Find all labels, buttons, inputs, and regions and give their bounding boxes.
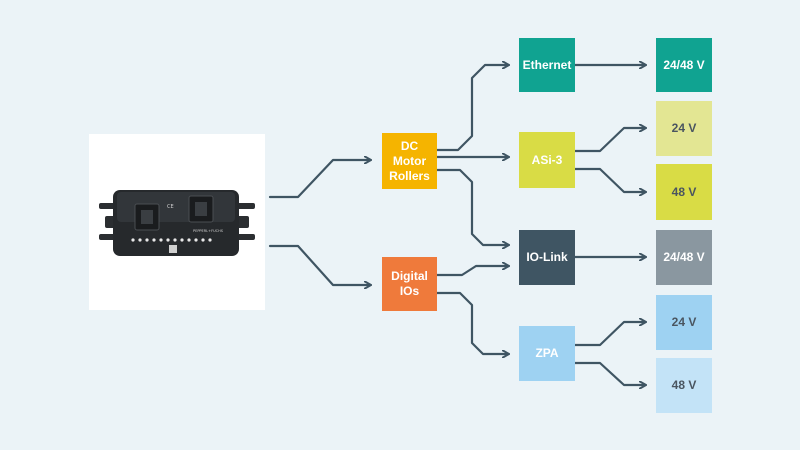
node-iolink-output: 24/48 V	[656, 230, 712, 285]
motor-control-module-icon: CE PEPPERL+FUCHS	[99, 190, 255, 256]
node-zpa-24v-label: 24 V	[671, 315, 697, 329]
node-zpa-label: ZPA	[535, 346, 559, 360]
node-asi3-24v-label: 24 V	[671, 121, 697, 135]
node-asi3-24v: 24 V	[656, 101, 712, 156]
node-zpa-48v: 48 V	[656, 358, 712, 413]
node-zpa-48v-label: 48 V	[671, 378, 697, 392]
node-asi3-label: ASi-3	[531, 152, 563, 167]
node-ethernet: Ethernet	[519, 38, 575, 92]
connector-io-iolink	[435, 266, 508, 277]
node-iolink-label: IO-Link	[526, 250, 568, 264]
node-digital-ios-label: Digital IOs	[391, 269, 428, 298]
connector-asi3-24v	[573, 128, 645, 153]
connector-dc-ethernet	[435, 65, 508, 152]
node-dc-motor-rollers: DC Motor Rollers	[382, 133, 437, 189]
connector-dc-iolink	[435, 168, 508, 245]
node-digital-ios: Digital IOs	[382, 257, 437, 311]
node-zpa-24v: 24 V	[656, 295, 712, 350]
connector-asi3-48v	[573, 167, 645, 192]
node-zpa: ZPA	[519, 326, 575, 381]
node-asi3-48v-label: 48 V	[671, 184, 697, 199]
node-asi3-48v: 48 V	[656, 164, 712, 220]
node-ethernet-output: 24/48 V	[656, 38, 712, 92]
node-iolink: IO-Link	[519, 230, 575, 285]
connector-device-io	[268, 244, 370, 285]
connector-io-zpa	[435, 291, 508, 354]
connector-device-dc	[268, 160, 370, 199]
device-photo-panel: CE PEPPERL+FUCHS	[89, 134, 265, 310]
node-asi3: ASi-3	[519, 132, 575, 188]
connector-zpa-24v	[573, 322, 645, 347]
node-dc-motor-label: DC Motor Rollers	[389, 138, 430, 183]
node-ethernet-label: Ethernet	[522, 57, 572, 72]
node-ethernet-output-label: 24/48 V	[663, 57, 705, 72]
svg-text:CE: CE	[167, 204, 174, 210]
connector-zpa-48v	[573, 361, 645, 385]
device-brand-text: PEPPERL+FUCHS	[193, 229, 224, 233]
node-iolink-output-label: 24/48 V	[663, 250, 705, 264]
